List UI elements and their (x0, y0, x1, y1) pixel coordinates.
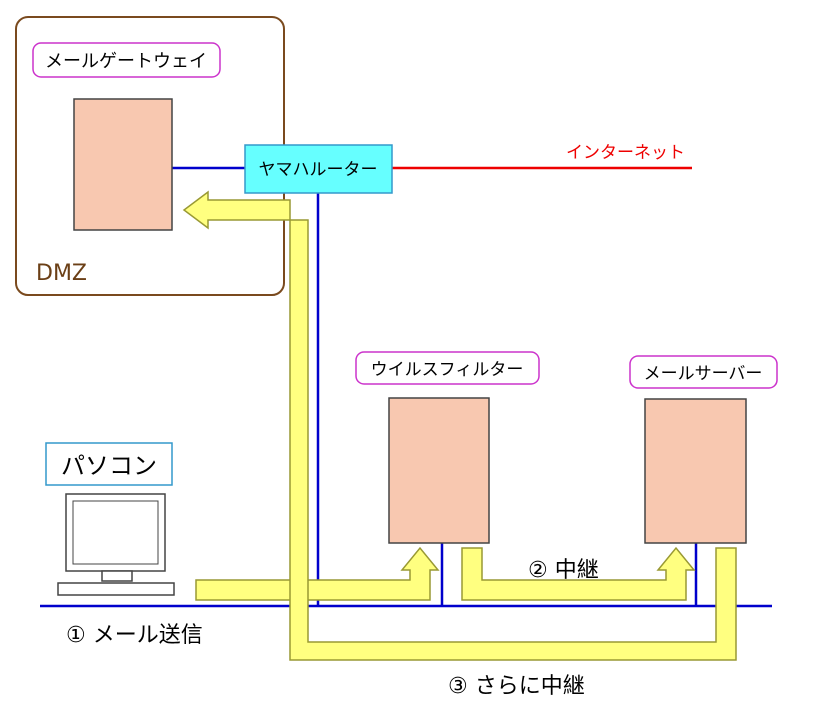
arrow-step2 (461, 546, 696, 601)
mail-server-label: メールサーバー (644, 364, 763, 384)
virus-filter-server-box (388, 397, 490, 544)
pc-monitor-screen (72, 500, 159, 565)
router-label: ヤマハルーター (259, 160, 378, 180)
pc-label: パソコン (61, 452, 157, 480)
internet-label: インターネット (566, 143, 685, 163)
router-box (244, 144, 393, 194)
step3-label: ③ さらに中継 (448, 674, 585, 699)
gateway-label: メールゲートウェイ (45, 51, 207, 72)
step2-label: ② 中継 (528, 558, 599, 583)
arrow-step3 (182, 190, 737, 661)
mail-server-box (644, 398, 747, 544)
virus-filter-label: ウイルスフィルター (371, 360, 524, 380)
pc-icon (57, 493, 175, 596)
pc-keyboard (57, 582, 175, 596)
pc-label-box (45, 442, 173, 486)
gateway-server-box (73, 98, 173, 231)
arrow-step1 (195, 546, 440, 601)
virus-filter-label-box (355, 351, 540, 385)
dmz-label: DMZ (36, 261, 87, 286)
mail-server-label-box (629, 355, 778, 389)
pc-monitor-stand (101, 570, 133, 582)
gateway-label-box (32, 42, 221, 78)
step1-label: ① メール送信 (66, 623, 203, 648)
